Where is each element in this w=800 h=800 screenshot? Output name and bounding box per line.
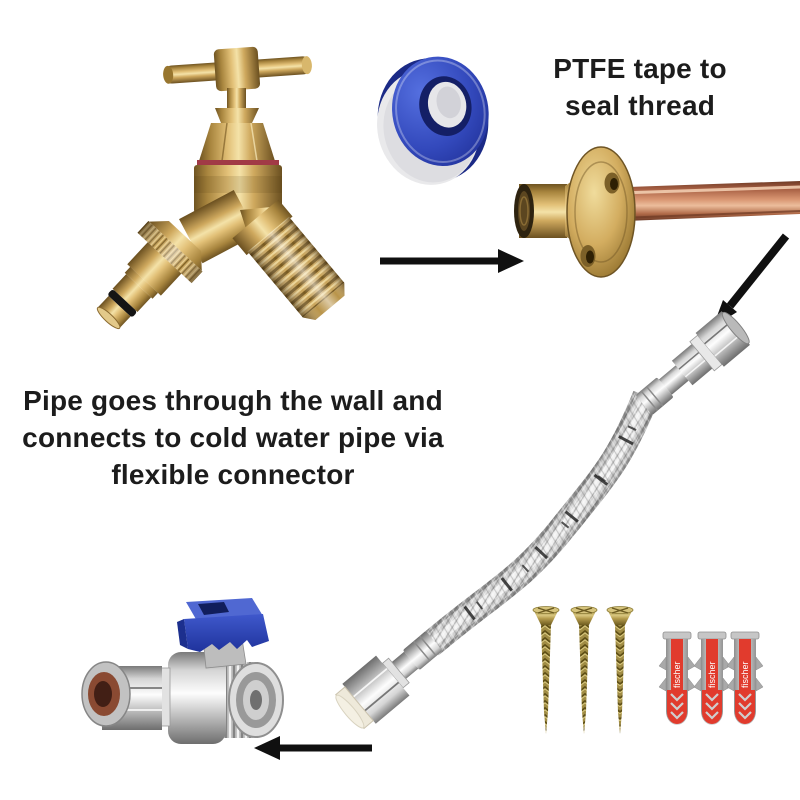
plug-brand-text: fischer bbox=[672, 661, 682, 688]
tap-fibre-washer bbox=[197, 160, 279, 166]
wood-screw bbox=[606, 606, 634, 734]
flange-screw-hole bbox=[580, 245, 596, 267]
tap-spindle bbox=[227, 88, 246, 110]
tap-gland-nut bbox=[215, 108, 259, 123]
wood-screw bbox=[570, 606, 598, 734]
brass-bib-tap bbox=[96, 46, 345, 330]
wood-screw bbox=[532, 606, 560, 734]
angle-valve bbox=[81, 598, 284, 744]
wallplate-flange bbox=[566, 146, 636, 278]
connector-compression-nut bbox=[636, 311, 750, 415]
valve-blue-lever bbox=[177, 598, 269, 652]
hose-union-connector bbox=[96, 220, 203, 330]
o-ring bbox=[108, 290, 137, 317]
wall-plugs: fischer fischer fischer bbox=[658, 631, 764, 725]
wall-plug: fischer bbox=[658, 631, 696, 725]
flexible-braided-connector bbox=[335, 311, 750, 730]
tap-spout-thread bbox=[232, 199, 345, 321]
flange-screw-hole bbox=[604, 172, 620, 194]
tap-bonnet-hex bbox=[199, 123, 275, 161]
arrow-connector-to-valve bbox=[254, 736, 372, 760]
plug-brand-text: fischer bbox=[707, 661, 717, 688]
tap-body-left-arm bbox=[179, 190, 258, 264]
wall-plug: fischer bbox=[693, 631, 731, 725]
plug-brand-text: fischer bbox=[740, 661, 750, 688]
wall-plug: fischer bbox=[726, 631, 764, 725]
braided-hose bbox=[421, 390, 659, 656]
wood-screws bbox=[532, 606, 634, 734]
ptfe-label: PTFE tape to seal thread bbox=[553, 53, 727, 121]
pipe-route-label: Pipe goes through the wall and connects … bbox=[22, 385, 444, 490]
ptfe-tape-roll bbox=[377, 56, 489, 185]
valve-body bbox=[168, 652, 226, 744]
arrow-tape-to-wallplate bbox=[380, 249, 524, 273]
tap-tee-handle bbox=[163, 46, 312, 92]
wall-plate-elbow bbox=[514, 146, 800, 278]
connector-bsp-nut bbox=[335, 631, 442, 730]
